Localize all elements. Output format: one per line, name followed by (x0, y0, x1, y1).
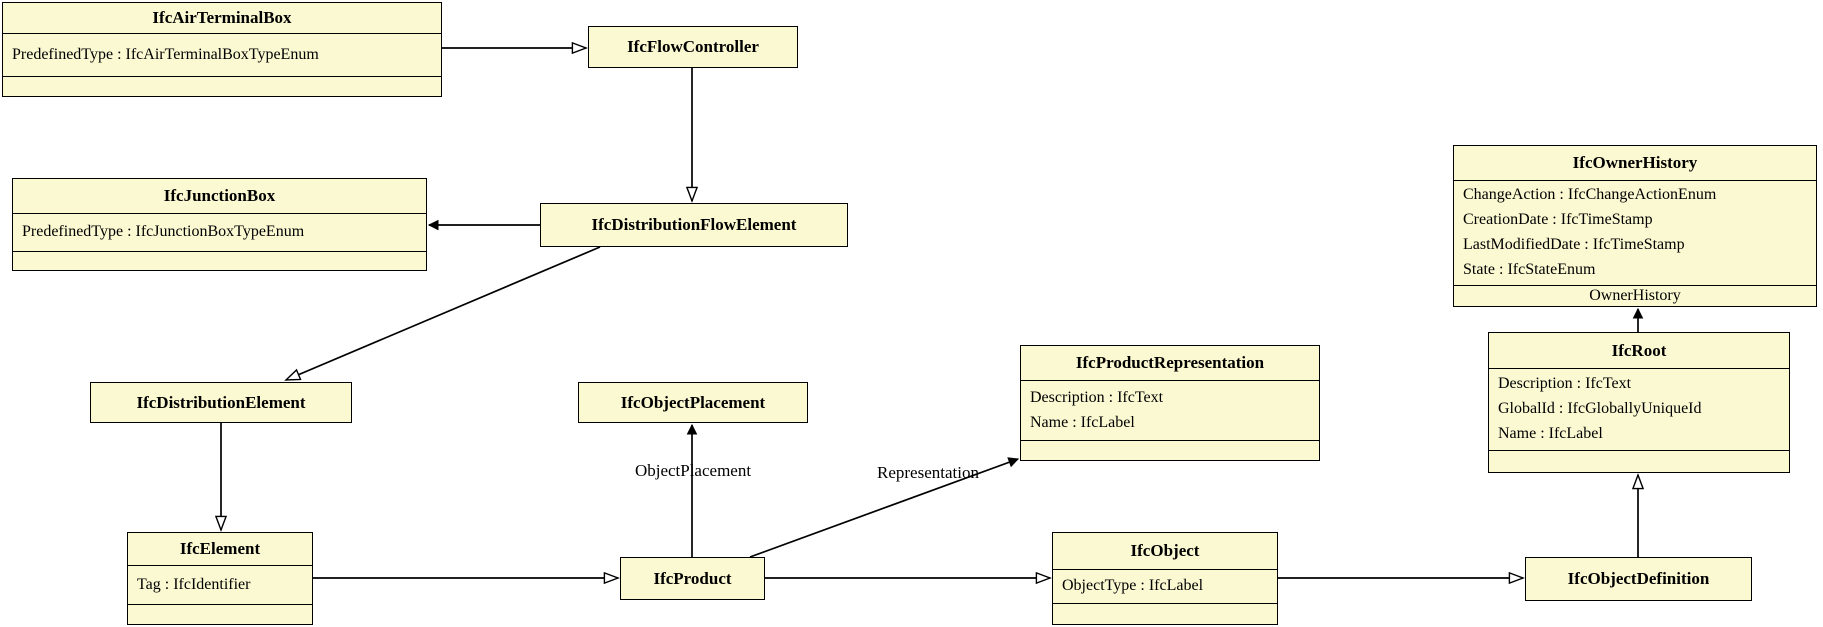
class-attributes-compartment: PredefinedType : IfcJunctionBoxTypeEnum (13, 214, 426, 252)
class-title: IfcRoot (1489, 333, 1789, 369)
class-footer-compartment (1053, 604, 1277, 624)
class-attributes-compartment: PredefinedType : IfcAirTerminalBoxTypeEn… (3, 34, 441, 77)
class-ifc-object-definition: IfcObjectDefinition (1525, 557, 1752, 601)
class-attribute: GlobalId : IfcGloballyUniqueId (1498, 400, 1702, 418)
class-title: IfcJunctionBox (13, 179, 426, 214)
class-ifc-object-placement: IfcObjectPlacement (578, 382, 808, 423)
class-attribute: Description : IfcText (1030, 388, 1164, 406)
class-footer-compartment (128, 605, 312, 624)
class-attribute: ChangeAction : IfcChangeActionEnum (1463, 186, 1717, 204)
class-attribute: CreationDate : IfcTimeStamp (1463, 211, 1653, 229)
class-title: IfcFlowController (627, 37, 759, 56)
class-ifc-distribution-flow-element: IfcDistributionFlowElement (540, 203, 848, 247)
class-title: IfcOwnerHistory (1454, 146, 1816, 181)
class-attribute: PredefinedType : IfcAirTerminalBoxTypeEn… (12, 45, 319, 63)
class-attribute: Name : IfcLabel (1030, 413, 1135, 431)
class-attribute: State : IfcStateEnum (1463, 260, 1596, 278)
class-title: IfcObjectPlacement (620, 392, 766, 412)
class-ifc-product: IfcProduct (620, 557, 765, 600)
class-footer-compartment (1021, 441, 1319, 460)
class-title: IfcObject (1053, 533, 1277, 570)
class-title: IfcAirTerminalBox (3, 3, 441, 34)
class-footer-compartment (3, 77, 441, 96)
class-attributes-compartment: Tag : IfcIdentifier (128, 566, 312, 605)
class-ifc-distribution-element: IfcDistributionElement (90, 382, 352, 423)
class-footer-label: OwnerHistory (1589, 287, 1681, 304)
class-title: IfcElement (128, 533, 312, 566)
class-attribute: Description : IfcText (1498, 375, 1632, 393)
class-attribute: LastModifiedDate : IfcTimeStamp (1463, 236, 1685, 253)
class-title: IfcDistributionFlowElement (591, 215, 797, 234)
class-ifc-flow-controller: IfcFlowController (588, 26, 798, 68)
class-attributes-compartment: ObjectType : IfcLabel (1053, 570, 1277, 604)
class-footer-compartment (13, 252, 426, 270)
class-attribute: Tag : IfcIdentifier (137, 575, 251, 593)
class-attribute: Name : IfcLabel (1498, 424, 1603, 442)
class-title: IfcObjectDefinition (1567, 569, 1710, 588)
class-title: IfcDistributionElement (136, 392, 306, 412)
class-attribute: ObjectType : IfcLabel (1062, 577, 1204, 595)
association-label: ObjectPlacement (634, 461, 752, 480)
association-label: Representation (877, 463, 979, 482)
class-attribute: PredefinedType : IfcJunctionBoxTypeEnum (22, 223, 305, 241)
class-title: IfcProductRepresentation (1021, 346, 1319, 381)
class-title: IfcProduct (653, 568, 732, 588)
class-footer-compartment (1489, 451, 1789, 472)
